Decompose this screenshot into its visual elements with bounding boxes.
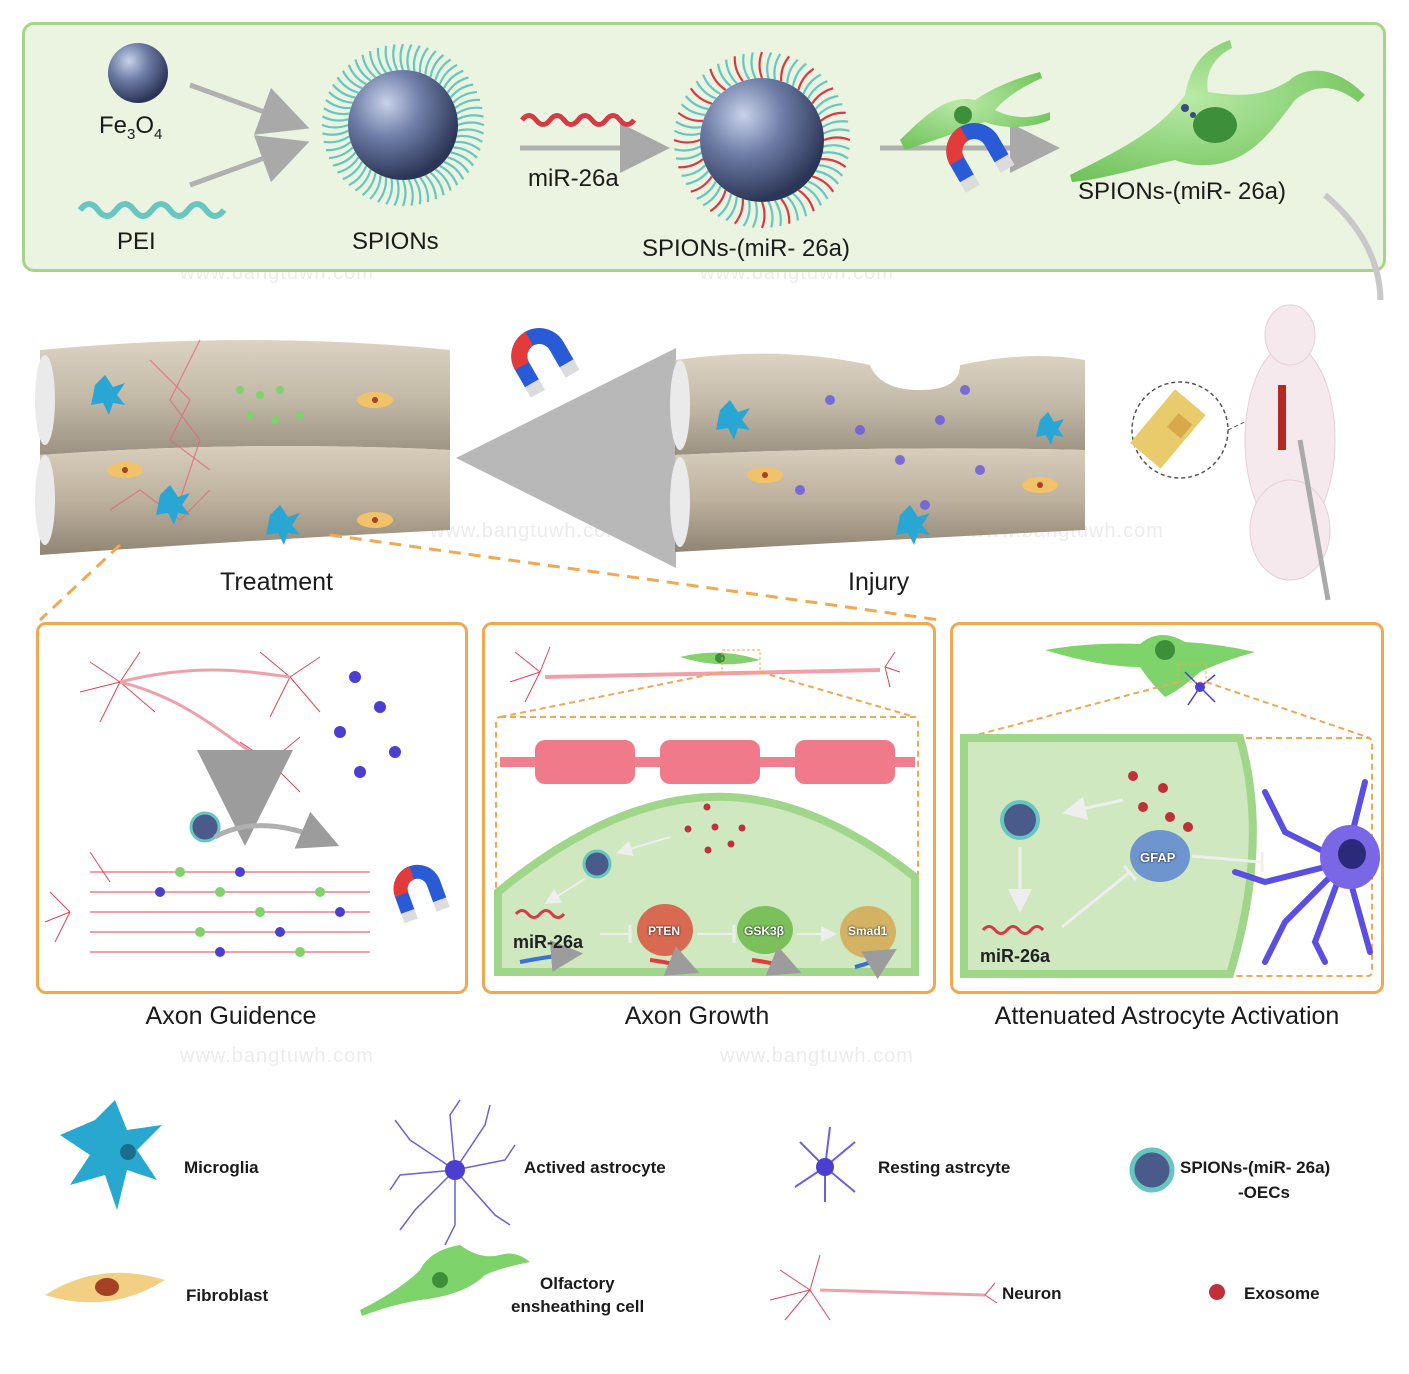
oec-legend-icon [360,1245,530,1316]
actived-astrocyte-body-icon [445,1160,465,1180]
neuron-cluster-icon [79,651,321,803]
arrow-icon [544,878,586,905]
oec-spions-label: SPIONs-(miR- 26a) [1078,178,1287,205]
oec-cytoplasm-icon [960,734,1257,978]
spions-mir-particle-icon [673,51,851,229]
resting-astrocyte-icon [794,1126,856,1202]
gsk3b-protein-icon [737,906,793,954]
spions-mir-label: SPIONs-(miR- 26a) [642,235,851,262]
rat-icon [1244,304,1336,601]
legend-spions-oecs-1: SPIONs-(miR- 26a) [1180,1158,1331,1177]
oec-astrocyte-icon [1045,634,1255,706]
mir-label: miR-26a [528,165,619,192]
zoom-circle-icon [1130,381,1281,479]
pten-label: PTEN [648,924,681,938]
pten-protein-icon [637,904,693,956]
mir-strand-icon [514,909,566,919]
arrow-icon [189,135,310,188]
myelinated-axon-icon [500,740,915,784]
arrow-icon [1062,796,1124,820]
legend-fibroblast: Fibroblast [186,1286,269,1305]
gfap-protein-icon [1130,830,1190,882]
arrow-icon [189,82,310,135]
legend-spions-oecs-2: -OECs [1238,1183,1290,1202]
activated-astrocyte-icon [1232,779,1380,965]
legend-oec-1: Olfactory [540,1274,615,1293]
up-arrow-icon [854,948,897,980]
down-arrow-icon [751,946,802,976]
arrow-icon [616,836,671,857]
spions-oec-icon [1000,800,1040,840]
mir-strand-icon [981,925,1045,935]
legend-microglia: Microglia [184,1158,259,1177]
spions-particle-icon [321,43,485,207]
legend-oec-2: ensheathing cell [511,1297,645,1316]
fe3o4-label: Fe3O4 [99,112,163,143]
curved-arrow-icon [1323,192,1384,300]
neuron-axon-icon [509,646,901,703]
smad1-label: Smad1 [848,924,888,938]
treatment-label: Treatment [220,568,334,596]
astrocyte-caption: Attenuated Astrocyte Activation [994,1002,1340,1030]
magnet-icon [511,328,580,398]
actived-astrocyte-icon [389,1099,516,1246]
axon-growth-caption: Axon Growth [624,1002,770,1030]
exosome-dots-icon [1128,771,1193,832]
spions-oecs-icon [1129,1147,1175,1193]
fe3o4-sphere-icon [108,43,168,103]
gsk3b-label: GSK3β [744,924,785,938]
spinal-cord-graphics [35,304,1336,601]
smad1-protein-icon [840,906,896,958]
axon-guidence-caption: Axon Guidence [145,1002,317,1030]
pei-label: PEI [117,228,156,255]
up-arrow-icon [519,939,583,972]
legend-graphics [45,1099,1225,1321]
oec-cell-large-icon [1070,40,1365,182]
legend-neuron: Neuron [1002,1284,1062,1303]
oec-cell-icon [900,72,1050,150]
astrocyte-cluster-icon [334,671,401,778]
panels-graphics [44,634,1380,980]
zoom-lines [38,533,941,622]
exosome-dots-icon [684,803,746,854]
microglia-icon [60,1100,162,1210]
neuron-legend-icon [769,1254,998,1321]
inhibit-line-icon [1061,870,1131,929]
spions-label: SPIONs [352,228,439,255]
spions-oec-icon [582,849,612,879]
treatment-cord-icon [35,339,450,555]
pei-strand-icon [77,201,227,219]
growth-mir-label: miR-26a [513,932,584,952]
watermark: www.bangtuwh.com [180,1045,374,1067]
watermark: www.bangtuwh.com [720,1045,914,1067]
top-process-graphics [77,40,1384,300]
oec-cytoplasm-icon [494,792,919,976]
legend-exosome: Exosome [1244,1284,1320,1303]
mir-strand-icon [520,113,636,127]
down-arrow-icon [649,946,700,976]
fibroblast-icon [45,1272,165,1303]
legend-actived-astrocyte: Actived astrocyte [524,1158,666,1177]
aligned-cells-icon [44,851,370,957]
exosome-legend-icon [1209,1284,1225,1300]
injury-label: Injury [848,568,910,596]
gfap-label: GFAP [1140,850,1176,865]
magnet-icon [393,864,450,924]
spions-oec-icon [189,811,221,843]
injury-cord-icon [670,353,1085,552]
legend-resting-astrocyte: Resting astrcyte [878,1158,1011,1177]
magnet-icon [946,123,1015,193]
astro-mir-label: miR-26a [980,946,1051,966]
curved-arrow-icon [213,811,340,849]
